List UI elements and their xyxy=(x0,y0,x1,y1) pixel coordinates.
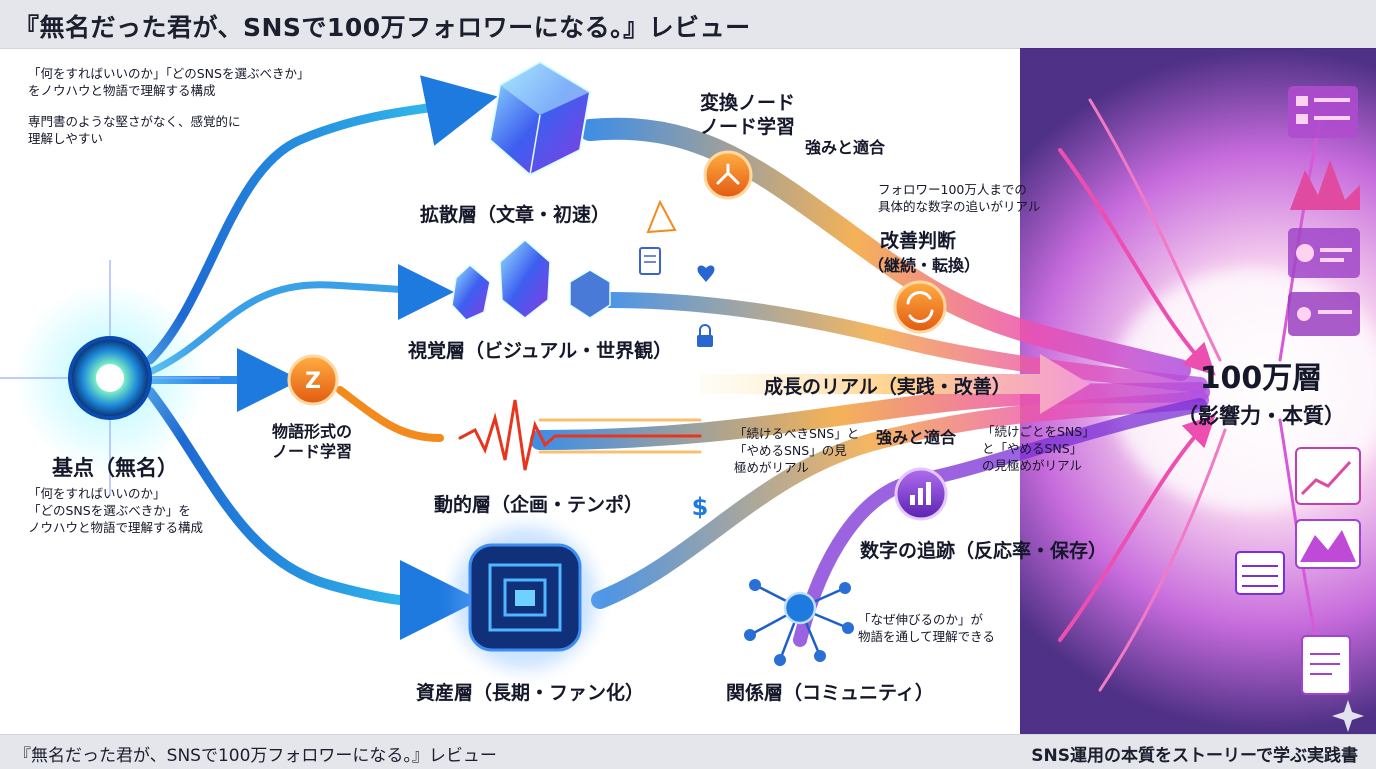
continue-sns-note-right: 「続けごとをSNS」 と「やめるSNS」 の見極めがリアル xyxy=(982,424,1095,473)
dashboard-card-area-chart xyxy=(1295,519,1361,569)
asset-layer-label: 資産層（長期・ファン化） xyxy=(416,682,645,704)
title-bar: 『無名だった君が、SNSで100万フォロワーになる。』レビュー xyxy=(0,0,1376,49)
relation-layer-label: 関係層（コミュニティ） xyxy=(726,682,934,704)
base-node-label: 基点（無名） xyxy=(52,456,178,480)
story-node-label: 物語形式の ノード学習 xyxy=(272,422,353,461)
dashboard-card-profile xyxy=(1288,228,1360,278)
continue-sns-note: 「続けるべきSNS」と 「やめるSNS」の見 極めがリアル xyxy=(734,426,860,475)
note-top-left-structure: 「何をすればいいのか」「どのSNSを選ぶべきか」 をノウハウと物語で理解する構成 xyxy=(28,66,310,98)
diffusion-crystal-icon xyxy=(488,60,592,177)
goal-layer-sublabel: （影響力・本質） xyxy=(1177,404,1345,428)
strength-fit-label-bottom: 強みと適合 xyxy=(876,428,957,447)
growth-label: 成長のリアル（実践・改善） xyxy=(764,376,1011,398)
dashboard-card-user xyxy=(1288,292,1360,336)
transform-node-icon xyxy=(703,150,753,200)
footer-tagline: SNS運用の本質をストーリーで学ぶ実践書 xyxy=(1031,746,1358,766)
base-node xyxy=(0,260,220,496)
page-title: 『無名だった君が、SNSで100万フォロワーになる。』レビュー xyxy=(14,13,751,42)
dashboard-card-mountain-chart xyxy=(1290,160,1360,210)
dynamic-layer-label: 動的層（企画・テンポ） xyxy=(434,494,644,516)
story-node-icon: Z xyxy=(287,354,339,406)
diffusion-layer-label: 拡散層（文章・初速） xyxy=(420,204,611,226)
footer-bar: 『無名だった君が、SNSで100万フォロワーになる。』レビュー SNS運用の本質… xyxy=(0,734,1376,769)
improve-node-icon xyxy=(893,280,947,334)
numbers-node-label: 数字の追跡（反応率・保存） xyxy=(860,540,1108,562)
sparkle-icon xyxy=(1332,700,1364,732)
footer-title: 『無名だった君が、SNSで100万フォロワーになる。』レビュー xyxy=(14,746,497,766)
asset-cube-icon xyxy=(453,526,597,670)
strength-fit-label-top: 強みと適合 xyxy=(805,138,886,157)
dashboard-card-list xyxy=(1288,86,1358,138)
lock-icon xyxy=(697,324,713,347)
document-icon xyxy=(639,247,661,275)
dashboard-card-line-chart xyxy=(1295,447,1361,505)
dynamic-waveform-icon xyxy=(458,399,702,471)
followers-note: フォロワー100万人までの 具体的な数字の追いがリアル xyxy=(878,182,1041,214)
dashboard-card-report xyxy=(1301,635,1351,695)
improve-node-sublabel: （継続・転換） xyxy=(868,256,981,275)
visual-layer-label: 視覚層（ビジュアル・世界観） xyxy=(408,340,673,362)
heart-icon xyxy=(697,265,715,282)
dashboard-card-table xyxy=(1235,551,1285,595)
relation-network-icon xyxy=(744,579,854,666)
numbers-node-icon xyxy=(894,467,948,521)
visual-crystals-icon xyxy=(451,239,611,321)
infographic-diagram: Z xyxy=(0,48,1376,734)
svg-text:$: $ xyxy=(692,493,709,521)
goal-layer-label: 100万層 xyxy=(1199,361,1323,396)
triangle-network-icon xyxy=(646,199,677,234)
transform-node-label: 変換ノード ノード学習 xyxy=(700,92,796,138)
note-top-left-easy: 専門書のような堅さがなく、感覚的に 理解しやすい xyxy=(28,114,241,146)
why-grow-note: 「なぜ伸びるのか」が 物語を通して理解できる xyxy=(858,612,995,644)
dollar-icon: $ xyxy=(692,493,709,521)
flow-streams xyxy=(145,75,1322,692)
svg-text:Z: Z xyxy=(305,369,321,394)
improve-node-label: 改善判断 xyxy=(880,230,957,252)
base-node-description: 「何をすればいいのか」 「どのSNSを選ぶべきか」を ノウハウと物語で理解する構… xyxy=(28,486,204,535)
